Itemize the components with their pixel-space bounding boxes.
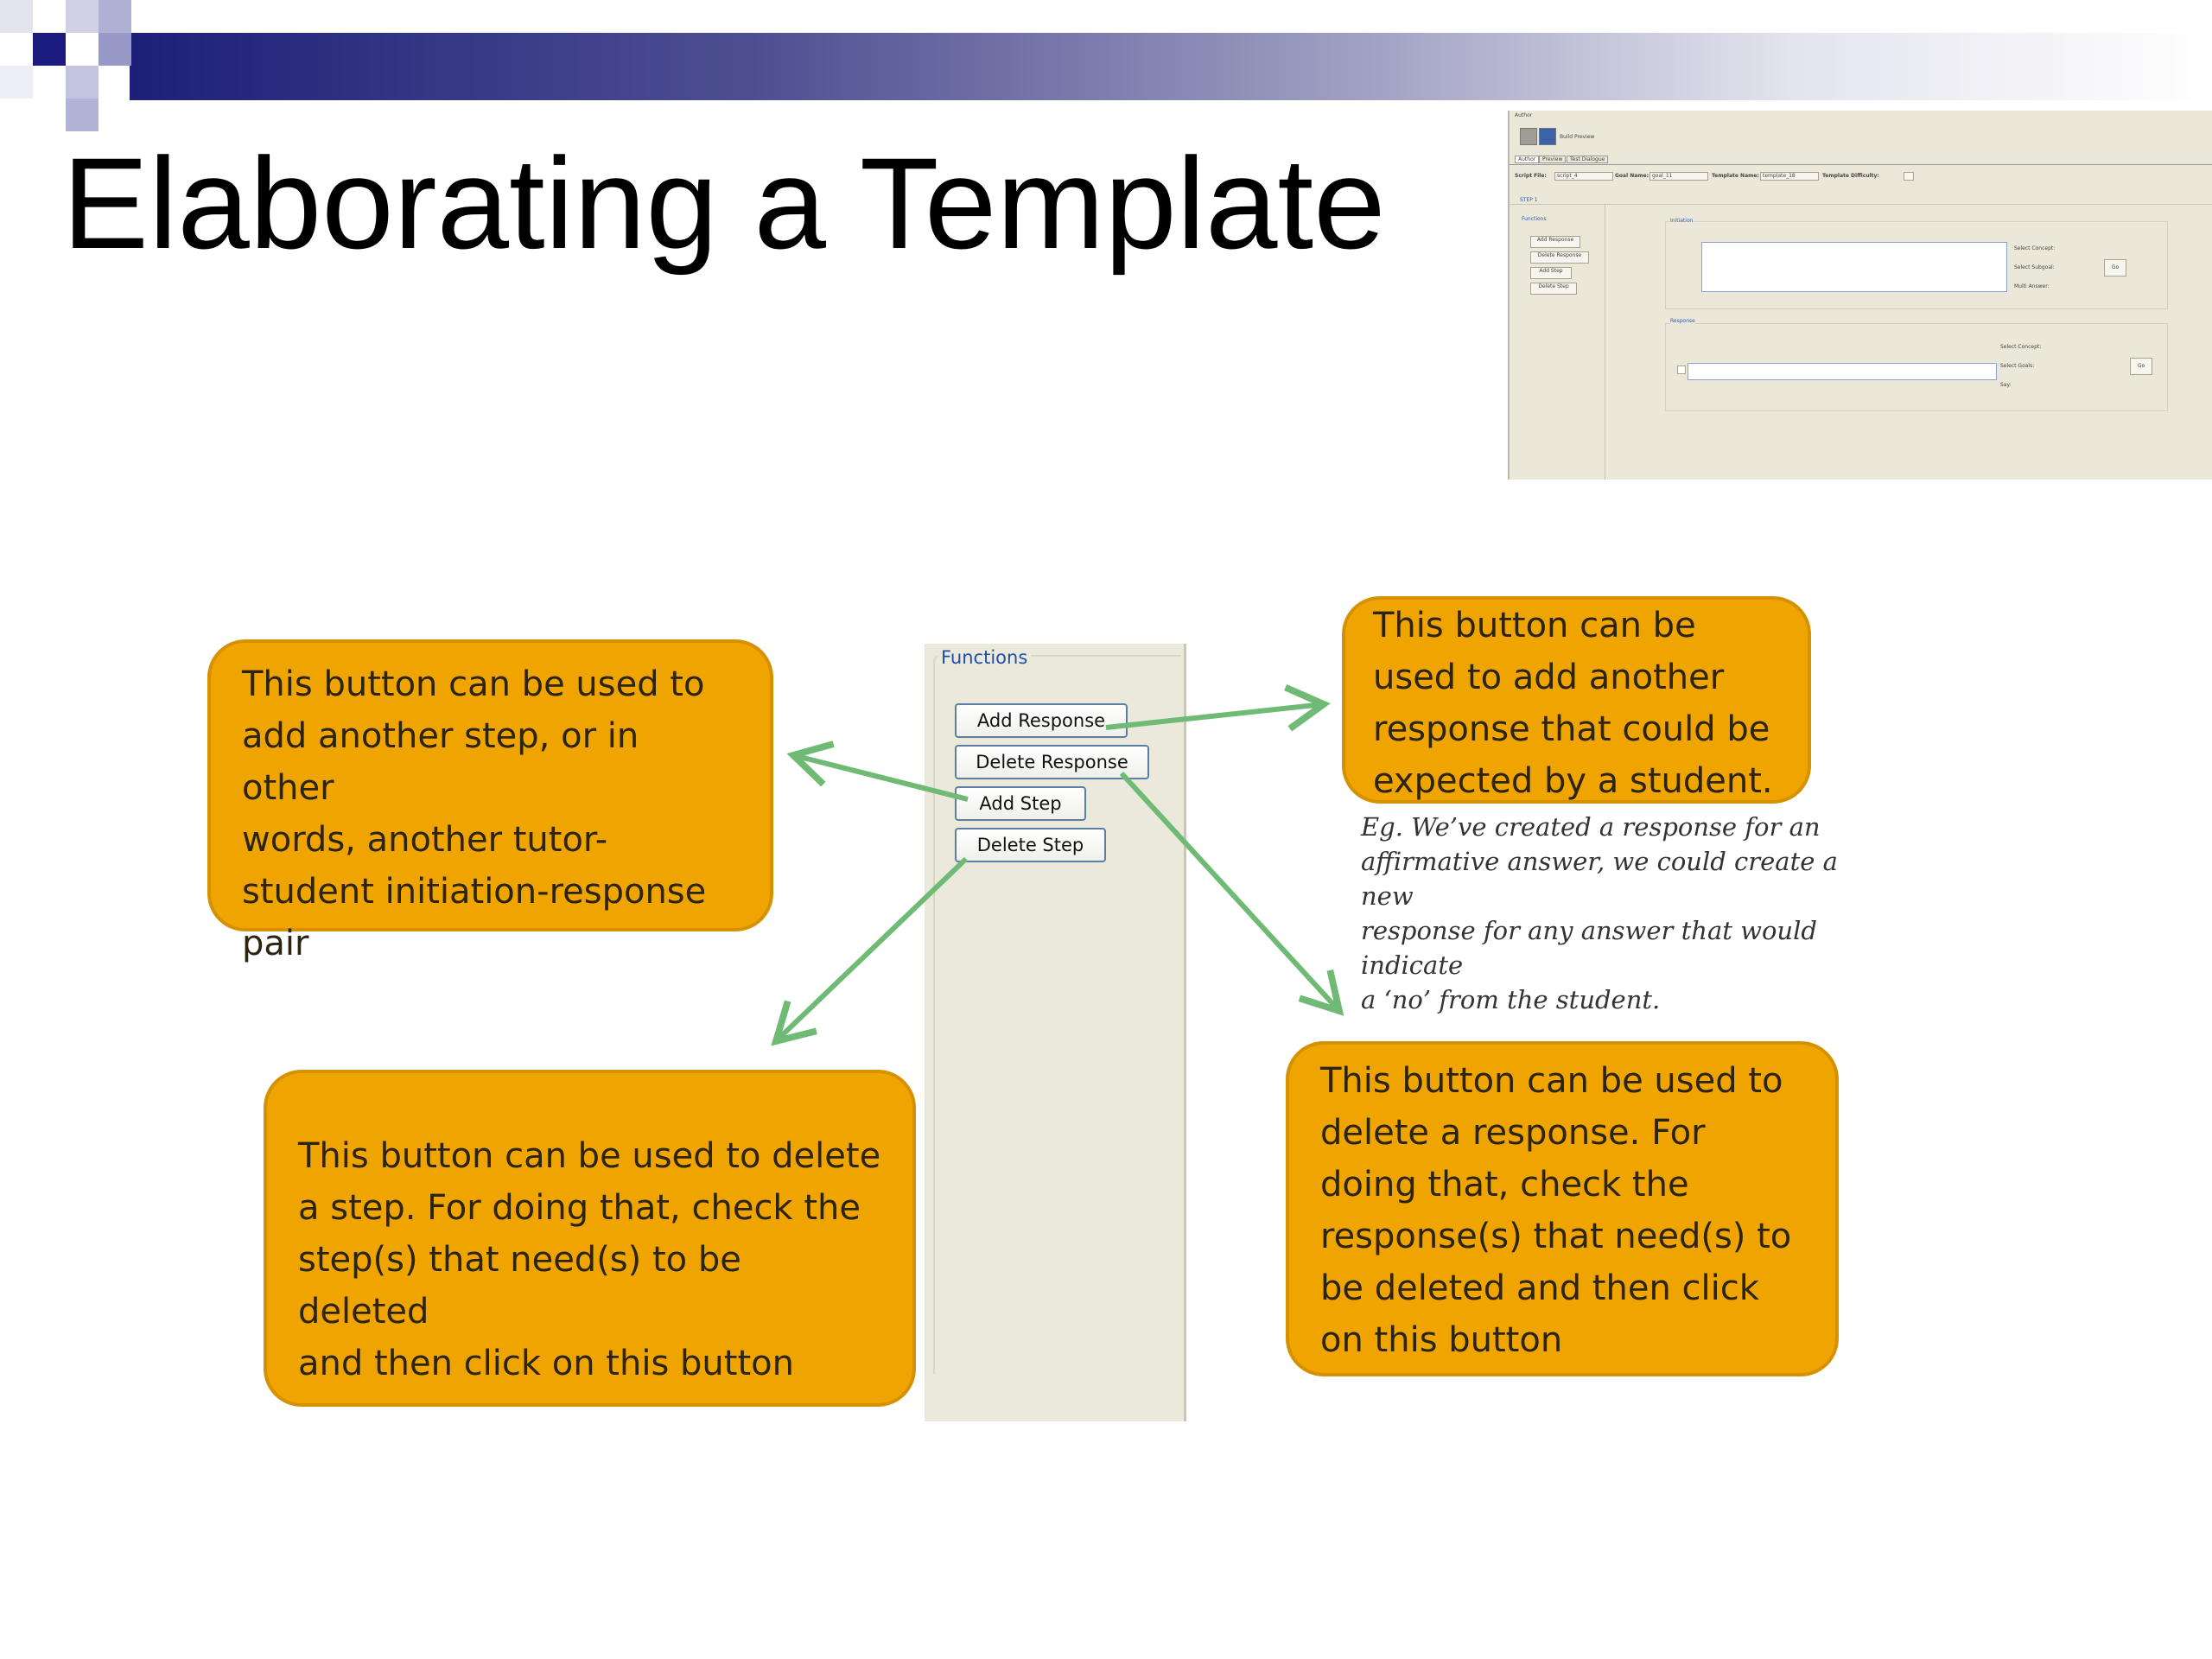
callout-delete-response: This button can be used to delete a resp…: [1286, 1041, 1839, 1376]
thumb-tab-author[interactable]: Author: [1515, 156, 1540, 163]
header-square: [66, 99, 99, 131]
thumb-step-divider: [1510, 204, 2212, 205]
callout-delete-step: This button can be used to delete a step…: [264, 1070, 916, 1407]
thumb-template-name-field[interactable]: template_18: [1760, 172, 1819, 181]
thumb-goal-name-label: Goal Name:: [1615, 173, 1649, 179]
thumb-goal-name-field[interactable]: goal_11: [1649, 172, 1708, 181]
thumb-initiation-group: [1665, 221, 2168, 309]
arrow-delete-step: [771, 856, 969, 1046]
thumb-response-group: [1665, 323, 2168, 411]
thumb-initiation-textarea[interactable]: [1701, 242, 2007, 292]
author-tool-thumbnail: Author Build Preview Author Preview Test…: [1508, 111, 2212, 480]
callout-line: This button can be: [1373, 606, 1696, 645]
callout-line: step(s) that need(s) to be deleted: [298, 1240, 741, 1332]
callout-line: words, another tutor-: [242, 820, 608, 860]
callout-line: This button can be used to delete: [298, 1136, 881, 1176]
thumb-tab-divider: [1510, 164, 2212, 165]
thumb-initiation-select-concept: Select Concept:: [2014, 245, 2056, 251]
add-step-button[interactable]: Add Step: [955, 786, 1086, 821]
callout-line: delete a response. For: [1320, 1113, 1706, 1153]
thumb-toolbar-label: Build Preview: [1560, 134, 1595, 140]
thumb-response-select-concept: Select Concept:: [2000, 344, 2042, 350]
note-line: Eg. We’ve created a response for an: [1361, 812, 1821, 842]
thumb-initiation-go-button[interactable]: Go: [2104, 259, 2126, 276]
thumb-response-label: Response: [1670, 318, 1695, 324]
save-icon[interactable]: [1539, 128, 1556, 145]
callout-line: This button can be used to: [1320, 1061, 1783, 1101]
add-response-button[interactable]: Add Response: [955, 703, 1128, 738]
functions-group-border: [933, 655, 1181, 1374]
callout-line: a step. For doing that, check the: [298, 1188, 861, 1228]
arrow-add-response: [1105, 684, 1331, 732]
header-square: [66, 66, 99, 99]
thumb-script-file-label: Script File:: [1515, 173, 1547, 179]
callout-line: on this button: [1320, 1320, 1563, 1360]
thumb-initiation-multi-answer: Multi Answer:: [2014, 283, 2050, 289]
arrow-delete-response: [1119, 771, 1344, 1016]
thumb-response-checkbox[interactable]: [1677, 365, 1686, 374]
callout-line: response(s) that need(s) to: [1320, 1217, 1792, 1256]
functions-label: Functions: [938, 647, 1032, 668]
header-gradient-bar: [130, 33, 2212, 100]
thumb-add-response-button[interactable]: Add Response: [1530, 236, 1580, 248]
callout-line: This button can be used to: [242, 664, 705, 704]
thumb-toolbar-icon[interactable]: [1520, 128, 1537, 145]
delete-response-button[interactable]: Delete Response: [955, 745, 1149, 779]
thumb-functions-column: [1510, 204, 1605, 480]
header-square: [99, 33, 131, 66]
header-square: [99, 0, 131, 33]
thumb-response-say: Say:: [2000, 382, 2012, 388]
note-line: a ‘no’ from the student.: [1361, 985, 1661, 1014]
thumb-add-step-button[interactable]: Add Step: [1530, 267, 1572, 279]
callout-line: used to add another: [1373, 658, 1725, 697]
header-square: [33, 33, 66, 66]
header-square: [66, 0, 99, 33]
thumb-delete-step-button[interactable]: Delete Step: [1530, 283, 1577, 295]
thumb-tab-preview[interactable]: Preview: [1539, 156, 1567, 163]
callout-line: add another step, or in other: [242, 716, 639, 808]
delete-step-button[interactable]: Delete Step: [955, 828, 1106, 862]
callout-line: be deleted and then click: [1320, 1268, 1759, 1308]
callout-add-response: This button can be used to add another r…: [1342, 596, 1811, 804]
thumb-step-label: STEP 1: [1520, 197, 1538, 203]
arrow-add-step: [786, 741, 969, 802]
thumb-functions-label: Functions: [1522, 216, 1547, 222]
callout-line: pair: [242, 924, 309, 963]
thumb-response-go-button[interactable]: Go: [2130, 358, 2152, 375]
note-line: affirmative answer, we could create a ne…: [1361, 847, 1838, 911]
thumb-template-difficulty-label: Template Difficulty:: [1822, 173, 1879, 179]
header-square: [0, 66, 33, 99]
callout-line: doing that, check the: [1320, 1165, 1689, 1205]
thumb-window-title: Author: [1515, 112, 1533, 118]
note-line: response for any answer that would indic…: [1361, 916, 1817, 980]
thumb-response-select-goals: Select Goals:: [2000, 363, 2035, 369]
callout-line: response that could be: [1373, 709, 1770, 749]
thumb-script-file-field[interactable]: script_4: [1554, 172, 1613, 181]
callout-line: and then click on this button: [298, 1344, 794, 1383]
thumb-initiation-select-subgoal: Select Subgoal:: [2014, 264, 2055, 270]
thumb-response-input[interactable]: [1688, 363, 1997, 380]
slide-title: Elaborating a Template: [62, 130, 1386, 276]
thumb-initiation-label: Initiation: [1670, 218, 1694, 224]
thumb-tab-test-dialogue[interactable]: Test Dialogue: [1567, 156, 1609, 163]
add-response-example-note: Eg. We’ve created a response for an affi…: [1361, 810, 1897, 1017]
header-square: [0, 0, 33, 33]
callout-line: student initiation-response: [242, 872, 707, 912]
thumb-difficulty-field[interactable]: [1904, 172, 1914, 181]
callout-add-step: This button can be used to add another s…: [207, 639, 773, 963]
callout-line: expected by a student.: [1373, 761, 1773, 801]
thumb-template-name-label: Template Name:: [1712, 173, 1759, 179]
thumb-delete-response-button[interactable]: Delete Response: [1530, 251, 1589, 264]
